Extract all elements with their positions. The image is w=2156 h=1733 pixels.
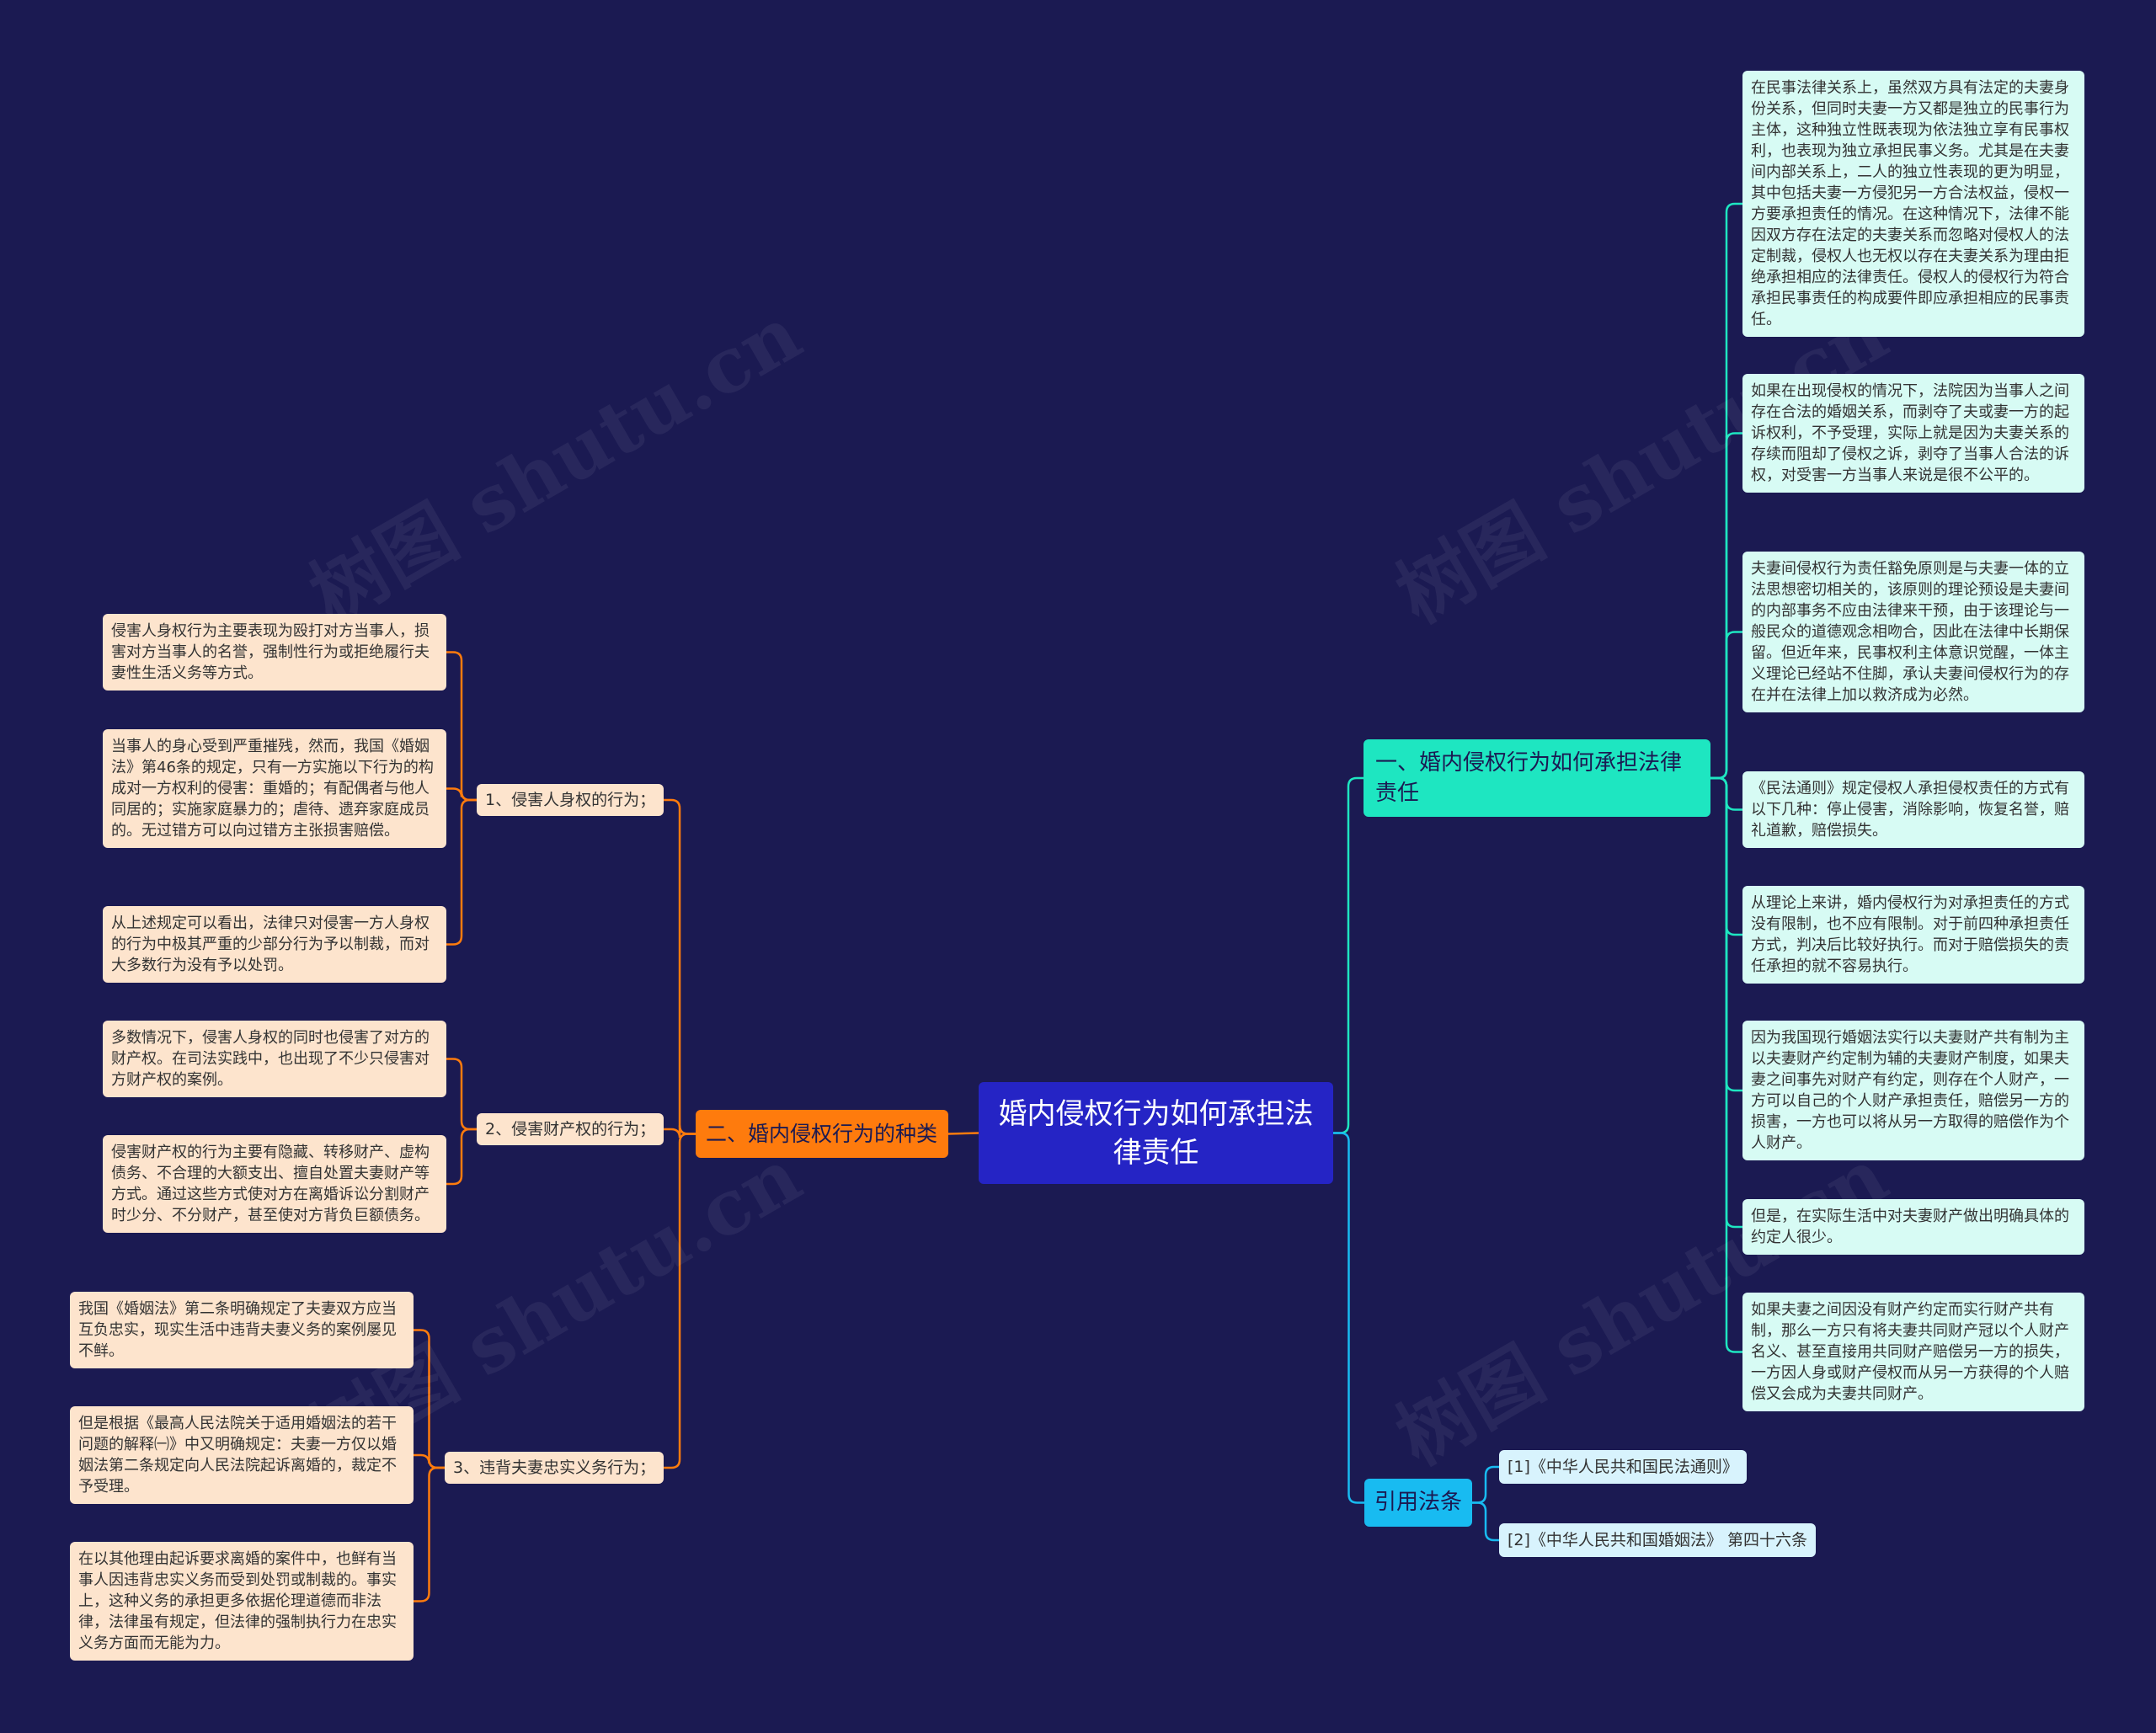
leaf-fidelity-2[interactable]: 但是根据《最高人民法院关于适用婚姻法的若干问题的解释㈠》中又明确规定：夫妻一方仅… xyxy=(70,1406,414,1504)
connector-line xyxy=(1472,1501,1499,1542)
connector-line xyxy=(446,651,477,802)
connector-line xyxy=(414,1329,445,1469)
leaf-liability-3[interactable]: 夫妻间侵权行为责任豁免原则是与夫妻一体的立法思想密切相关的，该原则的理论预设是夫… xyxy=(1742,552,2084,712)
connector-line xyxy=(414,1466,445,1602)
leaf-fidelity-3[interactable]: 在以其他理由起诉要求离婚的案件中，也鲜有当事人因违背忠实义务而受到处罚或制裁的。… xyxy=(70,1542,414,1661)
connector-line xyxy=(1472,1465,1499,1504)
leaf-liability-5[interactable]: 从理论上来讲，婚内侵权行为对承担责任的方式没有限制，也不应有限制。对于前四种承担… xyxy=(1742,886,2084,984)
sub-topic-property-rights[interactable]: 2、侵害财产权的行为； xyxy=(477,1113,664,1145)
leaf-property-rights-2[interactable]: 侵害财产权的行为主要有隐藏、转移财产、虚构债务、不合理的大额支出、擅自处置夫妻财… xyxy=(103,1135,446,1233)
connector-line xyxy=(1710,776,1742,1353)
connector-line xyxy=(664,1133,696,1469)
leaf-liability-1[interactable]: 在民事法律关系上，虽然双方具有法定的夫妻身份关系，但同时夫妻一方又都是独立的民事… xyxy=(1742,71,2084,337)
leaf-fidelity-1[interactable]: 我国《婚姻法》第二条明确规定了夫妻双方应当互负忠实，现实生活中违背夫妻义务的案例… xyxy=(70,1292,414,1368)
connector-line xyxy=(446,1058,477,1131)
cited-law-1[interactable]: [1]《中华人民共和国民法通则》 xyxy=(1499,1450,1747,1484)
leaf-personal-rights-2[interactable]: 当事人的身心受到严重摧残，然而，我国《婚姻法》第46条的规定，只有一方实施以下行… xyxy=(103,729,446,848)
connector-line xyxy=(1333,776,1364,1134)
sub-topic-fidelity-duty[interactable]: 3、违背夫妻忠实义务行为； xyxy=(445,1452,664,1484)
connector-line xyxy=(446,1128,477,1186)
connector-line xyxy=(1710,631,1742,780)
connector-line xyxy=(947,1132,979,1135)
leaf-property-rights-1[interactable]: 多数情况下，侵害人身权的同时也侵害了对方的财产权。在司法实践中，也出现了不少只侵… xyxy=(103,1021,446,1097)
leaf-liability-6[interactable]: 因为我国现行婚姻法实行以夫妻财产共有制为主以夫妻财产约定制为辅的夫妻财产制度，如… xyxy=(1742,1021,2084,1160)
leaf-liability-4[interactable]: 《民法通则》规定侵权人承担侵权责任的方式有以下几种：停止侵害，消除影响，恢复名誉… xyxy=(1742,771,2084,848)
cited-law-2[interactable]: [2]《中华人民共和国婚姻法》 第四十六条 xyxy=(1499,1523,1816,1557)
leaf-liability-8[interactable]: 如果夫妻之间因没有财产约定而实行财产共有制，那么一方只有将夫妻共同财产冠以个人财… xyxy=(1742,1293,2084,1411)
branch-liability[interactable]: 一、婚内侵权行为如何承担法律责任 xyxy=(1364,739,1710,817)
leaf-personal-rights-1[interactable]: 侵害人身权行为主要表现为殴打对方当事人，损害对方当事人的名誉，强制性行为或拒绝履… xyxy=(103,614,446,691)
branch-cited-laws[interactable]: 引用法条 xyxy=(1364,1479,1472,1527)
leaf-personal-rights-3[interactable]: 从上述规定可以看出，法律只对侵害一方人身权的行为中极其严重的少部分行为予以制裁，… xyxy=(103,906,446,983)
root-topic[interactable]: 婚内侵权行为如何承担法律责任 xyxy=(979,1082,1333,1184)
connector-line xyxy=(1333,1132,1364,1504)
connector-line xyxy=(664,798,696,1135)
leaf-liability-2[interactable]: 如果在出现侵权的情况下，法院因为当事人之间存在合法的婚姻关系，而剥夺了夫或妻一方… xyxy=(1742,374,2084,493)
leaf-liability-7[interactable]: 但是，在实际生活中对夫妻财产做出明确具体的约定人很少。 xyxy=(1742,1199,2084,1255)
branch-types-of-infringement[interactable]: 二、婚内侵权行为的种类 xyxy=(696,1110,948,1158)
connector-line xyxy=(446,798,477,946)
sub-topic-personal-rights[interactable]: 1、侵害人身权的行为； xyxy=(477,784,664,816)
connector-line xyxy=(664,1125,696,1138)
